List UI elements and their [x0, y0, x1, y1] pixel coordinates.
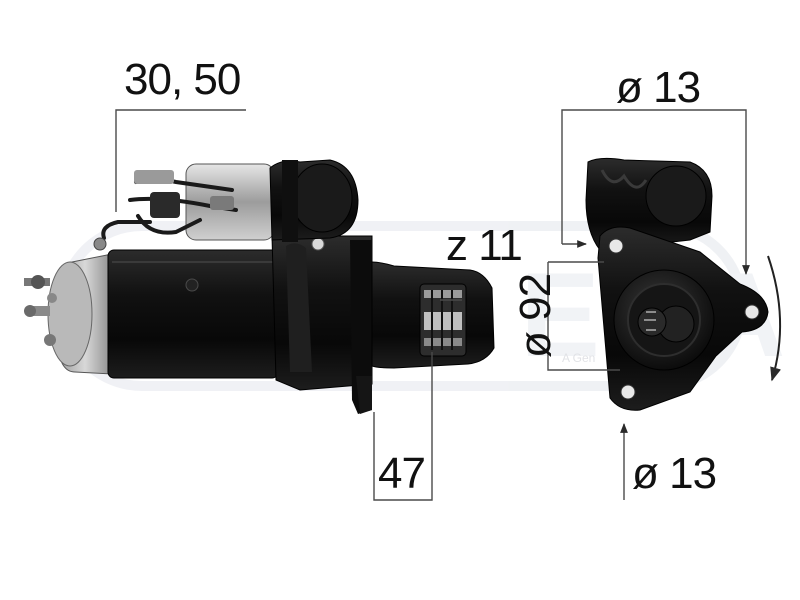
dimension-lines: [115, 109, 750, 501]
dimension-label-pinion-offset: 47: [378, 449, 426, 498]
upper-bolt-hole-marker: [608, 238, 624, 254]
pinion-front: [637, 305, 695, 343]
rotation-direction-arrow: [767, 255, 782, 382]
dimension-label-upper-bolt-hole: ø 13: [616, 63, 701, 112]
dimension-label-terminal: 30, 50: [124, 55, 241, 104]
rear-terminal: [24, 275, 57, 346]
pinion-gear: [419, 283, 467, 357]
watermark-tagline: A Gen: [562, 351, 595, 365]
lower-bolt-hole-marker: [620, 384, 636, 400]
dimension-label-flange-diameter: ø 92: [511, 273, 560, 358]
starter-motor-front-view: [585, 157, 769, 411]
dimension-label-pinion-teeth: z 11: [446, 221, 523, 270]
dimension-label-lower-bolt-hole: ø 13: [632, 449, 717, 498]
starter-motor-side-view: [24, 159, 495, 414]
